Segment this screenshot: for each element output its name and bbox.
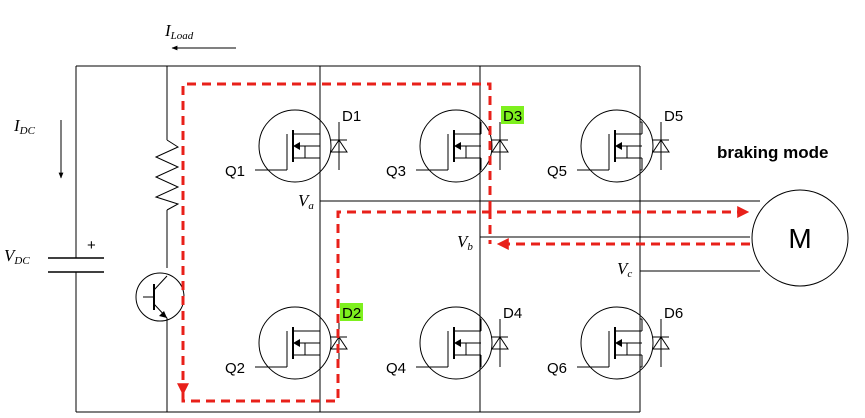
switch-cell-q3: Q3 D3: [386, 106, 524, 183]
switch-cell-q4: Q4 D4: [386, 305, 522, 380]
phase-c-label: Vc: [617, 259, 632, 280]
phase-a-label: Va: [298, 191, 314, 212]
load-current-label: ILoad: [164, 21, 194, 42]
diode-label-d1: D1: [342, 108, 361, 125]
diode-label-d2: D2: [342, 305, 361, 322]
capacitor-plus-sign: +: [87, 237, 96, 254]
braking-transistor: [135, 272, 185, 322]
diode-symbol: [652, 336, 670, 350]
switch-cell-q5: Q5 D5: [547, 108, 683, 183]
diode-label-d3: D3: [503, 108, 522, 125]
motor-label: M: [788, 223, 811, 254]
diode-label-d4: D4: [503, 305, 522, 322]
switch-cell-q2: Q2 D2: [225, 303, 363, 380]
diode-highlight: [340, 303, 363, 321]
switch-cell-q1: Q1 D1: [225, 108, 361, 183]
diode-symbol: [652, 139, 670, 153]
motor[interactable]: [751, 189, 849, 287]
diode-highlight: [501, 106, 524, 124]
diode-symbol: [330, 139, 348, 153]
mosfet-circle: [258, 109, 332, 183]
transistor-label-q4: Q4: [386, 360, 406, 377]
current-path-resistor-loop: [177, 82, 492, 396]
mosfet-circle: [419, 306, 493, 380]
transistor-label-q3: Q3: [386, 163, 406, 180]
circuit-wiring: [75, 65, 760, 413]
phase-b-label: Vb: [457, 232, 473, 253]
mosfet-circle: [258, 306, 332, 380]
mosfet-circle: [419, 109, 493, 183]
diode-symbol: [491, 336, 509, 350]
mosfet-circle: [580, 306, 654, 380]
dc-link-capacitor: [48, 257, 104, 273]
mosfet-circle: [580, 109, 654, 183]
braking-resistor: [154, 139, 180, 211]
diode-symbol: [491, 139, 509, 153]
diode-label-d6: D6: [664, 305, 683, 322]
dc-voltage-label: VDC: [4, 246, 30, 267]
braking-current-path: [177, 82, 750, 403]
diode-label-d5: D5: [664, 108, 683, 125]
transistor-label-q5: Q5: [547, 163, 567, 180]
transistor-label-q6: Q6: [547, 360, 567, 377]
current-path-lower-return: [181, 206, 750, 403]
transistor-label-q2: Q2: [225, 360, 245, 377]
transistor-label-q1: Q1: [225, 163, 245, 180]
switch-cell-q6: Q6 D6: [547, 305, 683, 380]
dc-current-label: IDC: [13, 116, 36, 137]
mode-title: braking mode: [717, 143, 828, 162]
